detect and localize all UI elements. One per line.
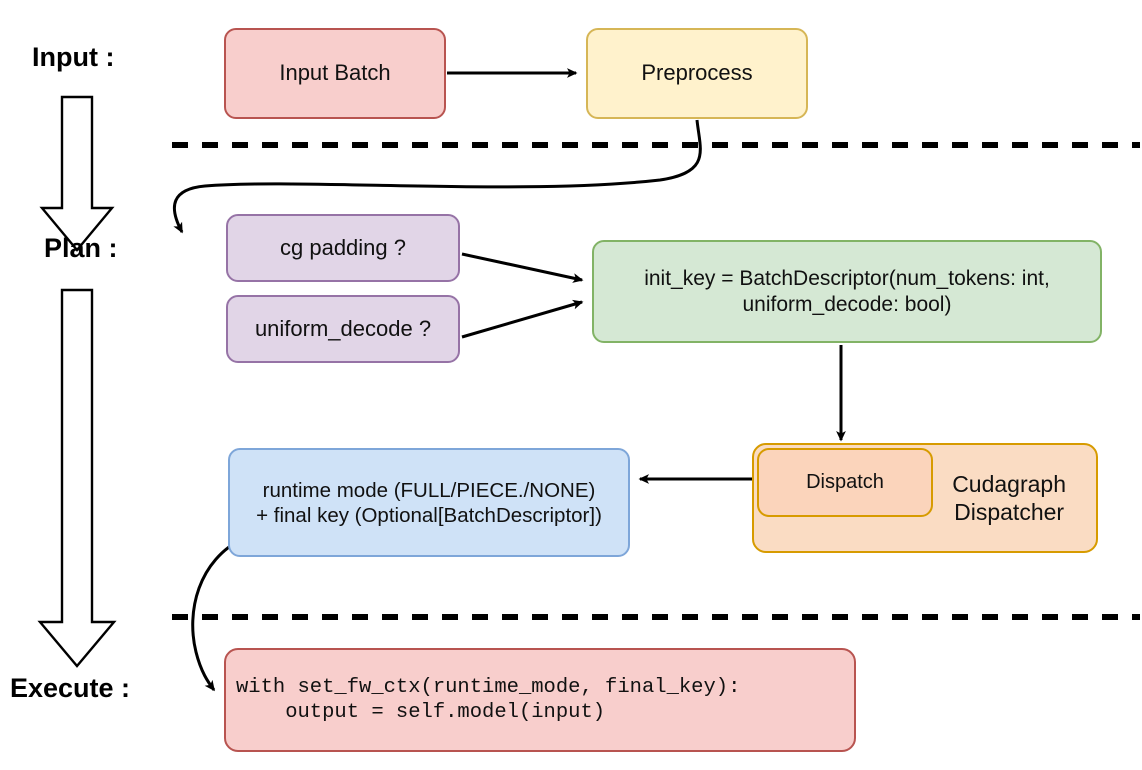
stage-label-execute: Execute : (10, 673, 131, 703)
node-dispatch[interactable]: Dispatch (757, 448, 933, 517)
input-to-plan-block-arrow (39, 95, 115, 252)
node-cudagraph-dispatcher-line1: Cudagraph (952, 470, 1066, 497)
node-runtime-mode-line2: + final key (Optional[BatchDescriptor]) (256, 503, 602, 527)
node-init-key[interactable]: init_key = BatchDescriptor(num_tokens: i… (592, 240, 1102, 343)
node-exec-code[interactable]: with set_fw_ctx(runtime_mode, final_key)… (224, 648, 856, 752)
node-runtime-mode[interactable]: runtime mode (FULL/PIECE./NONE) + final … (228, 448, 630, 557)
stage-label-input: Input : (32, 42, 115, 72)
node-runtime-mode-line1: runtime mode (FULL/PIECE./NONE) (262, 478, 596, 502)
node-cudagraph-dispatcher-line2: Dispatcher (954, 499, 1065, 525)
node-uniform-decode[interactable]: uniform_decode ? (226, 295, 460, 363)
node-preprocess[interactable]: Preprocess (586, 28, 808, 119)
node-input-batch[interactable]: Input Batch (224, 28, 446, 119)
stage-label-plan: Plan : (44, 233, 118, 263)
edge-cg-padding-to-init-key (461, 252, 584, 283)
exec-code-text: with set_fw_ctx(runtime_mode, final_key)… (236, 676, 741, 724)
node-init-key-line1: init_key = BatchDescriptor(num_tokens: i… (644, 266, 1050, 290)
edge-uniform-decode-to-init-key (461, 299, 584, 339)
node-cg-padding[interactable]: cg padding ? (226, 214, 460, 282)
plan-to-execute-block-arrow (37, 288, 117, 668)
node-init-key-line2: uniform_decode: bool) (742, 292, 952, 316)
